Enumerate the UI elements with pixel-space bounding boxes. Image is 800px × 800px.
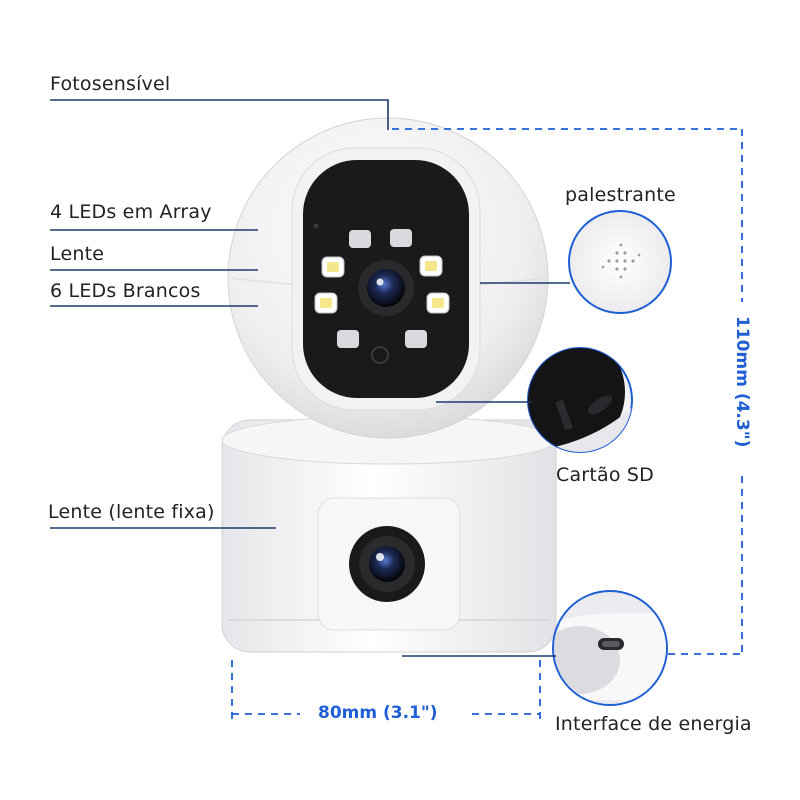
dimension-width: 80mm (3.1") xyxy=(318,703,438,723)
power-inset xyxy=(552,590,668,706)
label-speaker: palestrante xyxy=(565,184,676,206)
fixed-lens xyxy=(349,526,425,602)
label-leds-array: 4 LEDs em Array xyxy=(50,201,212,223)
label-sd-card: Cartão SD xyxy=(556,464,654,486)
dimension-lines xyxy=(231,128,743,722)
label-white-leds: 6 LEDs Brancos xyxy=(50,280,201,302)
callout-lines xyxy=(50,99,570,657)
label-photosensitive: Fotosensível xyxy=(50,73,171,95)
label-lens-fixed: Lente (lente fixa) xyxy=(48,501,215,523)
camera-face xyxy=(291,147,481,411)
label-lens-top: Lente xyxy=(50,243,105,265)
dimension-height: 110mm (4.3") xyxy=(732,316,752,448)
speaker-inset xyxy=(568,210,672,314)
label-power: Interface de energia xyxy=(555,713,752,735)
